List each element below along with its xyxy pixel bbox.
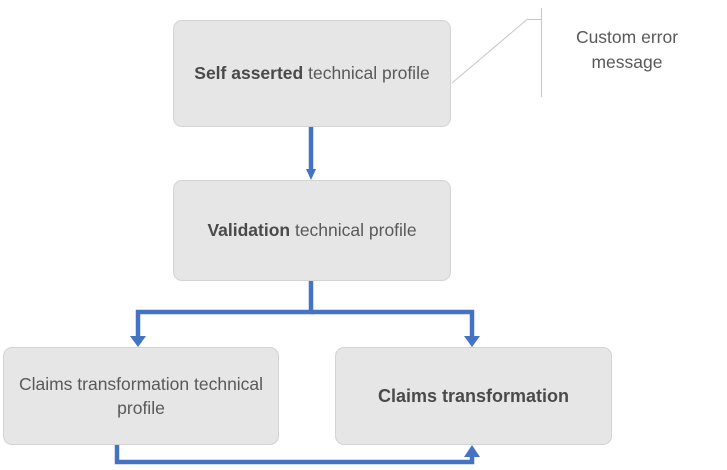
node-self-asserted-bold-prefix: Self asserted (194, 63, 304, 84)
node-validation-rest: technical profile (290, 220, 417, 241)
node-claims-transformation[interactable]: Claims transformation (335, 347, 612, 445)
node-validation-technical-profile[interactable]: Validation technical profile (173, 180, 451, 281)
connector-validation-to-claims-transformation-technical-profile (130, 281, 314, 347)
callout-diagonal-line (451, 19, 528, 84)
node-claims-transformation-technical-profile[interactable]: Claims transformation technical profile (3, 347, 279, 445)
node-claims-transformation-label: Claims transformation (377, 385, 570, 406)
node-self-asserted-rest: technical profile (303, 63, 430, 84)
callout-custom-error-message: Custom error message (551, 25, 703, 75)
connector-validation-to-claims-transformation (311, 309, 480, 347)
connector-claims-transformation-technical-profile-to-claims-transformation (114, 445, 480, 465)
node-validation-label: Validation technical profile (207, 218, 416, 242)
node-claims-transformation-technical-profile-label: Claims transformation technical profile (18, 373, 264, 418)
node-validation-bold-prefix: Validation (207, 220, 291, 241)
connector-self-asserted-to-validation (306, 127, 316, 180)
node-self-asserted-label: Self asserted technical profile (194, 61, 429, 85)
node-self-asserted-technical-profile[interactable]: Self asserted technical profile (173, 20, 451, 127)
callout-line-2: message (591, 51, 663, 72)
callout-line-1: Custom error (575, 27, 679, 47)
